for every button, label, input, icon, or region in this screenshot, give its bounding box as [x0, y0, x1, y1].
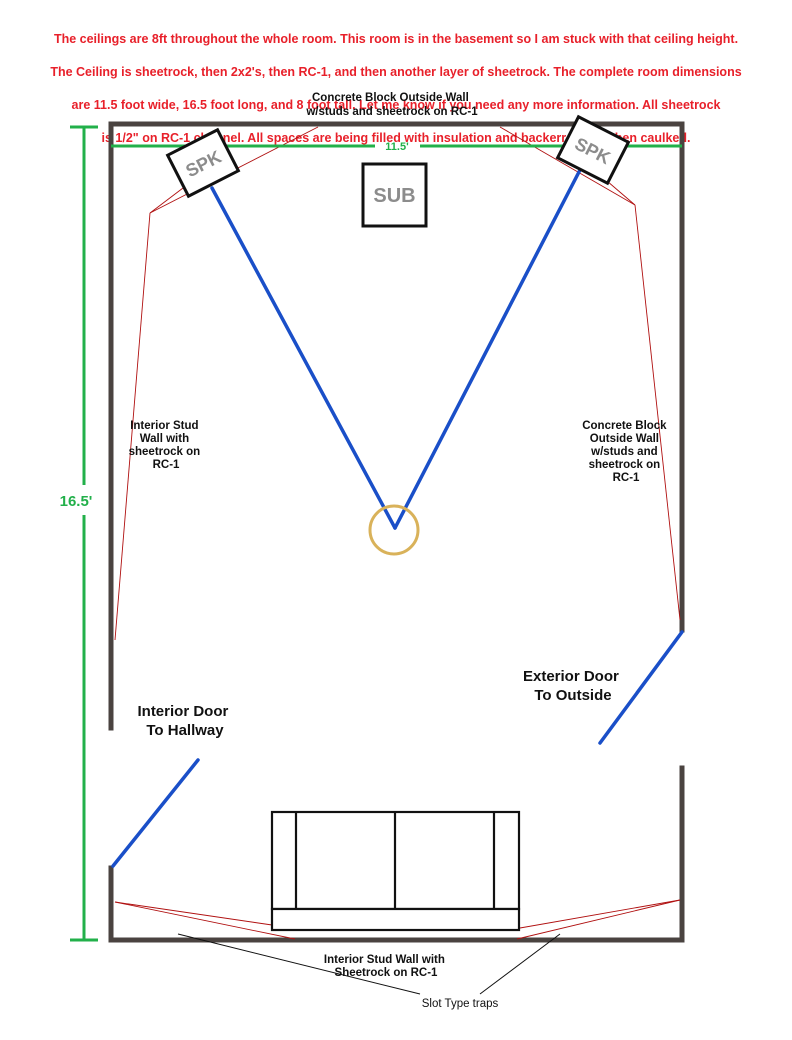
right-speaker: SPK	[555, 114, 631, 186]
trap-line	[519, 899, 681, 929]
left-speaker: SPK	[165, 127, 241, 199]
slot-traps-label: Slot Type traps	[422, 998, 499, 1010]
exterior-door	[598, 630, 684, 745]
right-wall-label: Concrete Block Outside Wall w/studs and …	[582, 420, 670, 484]
couch-seat-front	[270, 907, 521, 932]
left-sightline	[210, 186, 397, 530]
listening-position-circle	[368, 504, 420, 556]
trap-line	[499, 126, 636, 206]
right-sightline	[393, 168, 582, 530]
bottom-wall-label: Interior Stud Wall with Sheetrock on RC-…	[324, 954, 448, 979]
speaker-sightlines	[210, 168, 582, 530]
dimension-lines	[70, 125, 682, 942]
trap-pointer-left	[177, 933, 421, 995]
trap-line	[114, 212, 151, 641]
note-line: are 11.5 foot wide, 16.5 foot long, and …	[71, 97, 721, 112]
interior-door	[111, 758, 200, 868]
length-dimension-label: 16.5'	[60, 493, 93, 510]
trap-line	[516, 899, 681, 940]
trap-line	[634, 204, 681, 621]
room-walls	[108, 121, 685, 943]
interior-door-label: Interior Door To Hallway	[137, 703, 232, 739]
note-line: The Ceiling is sheetrock, then 2x2's, th…	[50, 64, 742, 79]
trap-line	[114, 901, 296, 940]
trap-pointer-right	[479, 933, 561, 995]
subwoofer: SUB	[361, 162, 428, 228]
top-wall-label: Concrete Block Outside Wall w/studs and …	[305, 92, 478, 118]
slot-trap-lines	[114, 126, 681, 940]
note-line: The ceilings are 8ft throughout the whol…	[53, 31, 739, 46]
couch	[270, 810, 521, 932]
left-wall-label: Interior Stud Wall with sheetrock on RC-…	[129, 420, 204, 471]
width-dimension-label: 11.5'	[385, 141, 409, 153]
exterior-door-label: Exterior Door To Outside	[523, 668, 623, 704]
slot-trap-pointers	[177, 933, 561, 995]
trap-line	[114, 901, 273, 926]
room-description-note: The ceilings are 8ft throughout the whol…	[40, 14, 752, 163]
subwoofer-label: SUB	[373, 185, 415, 207]
